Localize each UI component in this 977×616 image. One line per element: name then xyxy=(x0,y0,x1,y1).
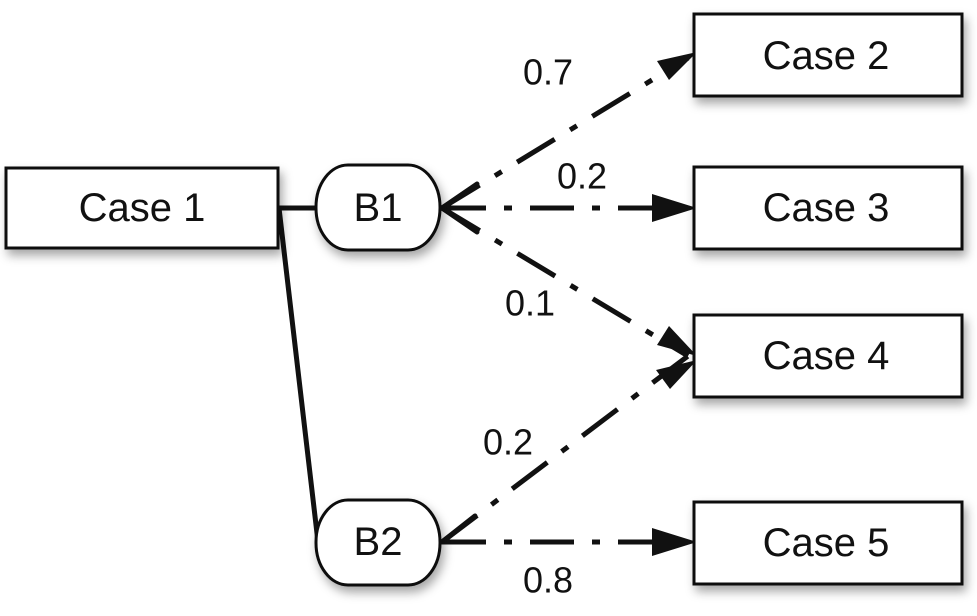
prob-label-b1-case3: 0.2 xyxy=(557,156,607,197)
arrowhead-case4-from-b1 xyxy=(657,326,697,356)
arrowhead-case2 xyxy=(657,52,697,80)
arrowhead-case3 xyxy=(652,194,697,222)
arrowheads xyxy=(652,52,697,556)
case5-label: Case 5 xyxy=(763,521,890,565)
case3-node: Case 3 xyxy=(692,165,964,251)
arrowhead-case4-from-b2 xyxy=(656,360,697,389)
prob-label-b1-case2: 0.7 xyxy=(523,52,573,93)
case5-box xyxy=(692,500,964,586)
edge-b1-case2 xyxy=(440,55,690,211)
probability-edges xyxy=(440,55,690,545)
case5-node: Case 5 xyxy=(692,500,964,586)
b2-label: B2 xyxy=(354,520,403,564)
case4-label: Case 4 xyxy=(763,334,890,378)
b1-box xyxy=(314,163,442,252)
case4-box xyxy=(692,313,964,399)
case2-box xyxy=(692,12,964,98)
branch-fan-marks xyxy=(437,181,480,545)
edge-b2-case4 xyxy=(440,354,690,544)
case3-box xyxy=(692,165,964,251)
case2-label: Case 2 xyxy=(763,34,890,78)
prob-label-b2-case5: 0.8 xyxy=(523,560,573,601)
b2-fan-mark xyxy=(439,513,478,545)
probability-labels: 0.7 0.2 0.1 0.2 0.8 xyxy=(483,52,607,601)
b2-box xyxy=(314,498,442,587)
case2-node: Case 2 xyxy=(692,12,964,98)
prob-label-b1-case4: 0.1 xyxy=(505,283,555,324)
b1-node: B1 xyxy=(314,163,442,252)
case1-box xyxy=(4,166,280,250)
case1-label: Case 1 xyxy=(79,186,206,230)
b1-label: B1 xyxy=(354,186,403,230)
case1-node: Case 1 xyxy=(4,166,280,250)
arrowhead-case5 xyxy=(652,528,697,556)
case1-to-b2-connector xyxy=(276,205,321,545)
b1-fan-mark xyxy=(437,181,480,235)
prob-label-b2-case4: 0.2 xyxy=(483,422,533,463)
case4-node: Case 4 xyxy=(692,313,964,399)
case3-label: Case 3 xyxy=(763,186,890,230)
case1-connectors xyxy=(275,205,321,545)
edge-b1-case4 xyxy=(440,205,690,359)
b2-node: B2 xyxy=(314,498,442,587)
